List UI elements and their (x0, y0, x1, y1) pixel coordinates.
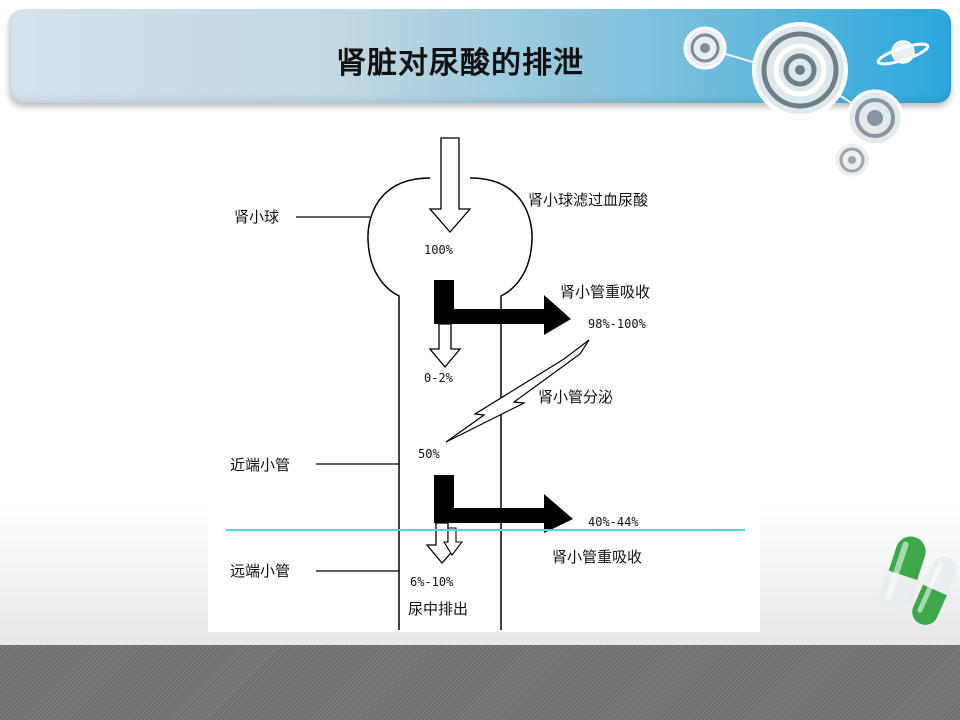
glomerulus-outline-right (469, 177, 533, 630)
target-rings-icon (683, 22, 904, 180)
filtered-percent: 100% (424, 243, 454, 257)
glomerulus-label: 肾小球 (234, 208, 279, 226)
remaining-percent-1: 0-2% (424, 371, 454, 385)
secretion-arrow (445, 339, 590, 443)
uric-acid-diagram: 肾小球 肾小球滤过血尿酸 100% 肾小管重吸收 98%-100% 0-2% 肾… (230, 137, 650, 630)
after-secretion-percent: 50% (418, 447, 440, 461)
capsule-pills-icon (876, 536, 957, 625)
reabsorbed-percent-2: 40%-44% (588, 515, 639, 529)
reabsorb-label-2: 肾小管重吸收 (552, 548, 642, 566)
diagram-panel: 肾小球 肾小球滤过血尿酸 100% 肾小管重吸收 98%-100% 0-2% 肾… (208, 130, 760, 632)
remaining-arrow-1 (428, 323, 462, 369)
excreted-percent: 6%-10% (410, 575, 454, 589)
page-title: 肾脏对尿酸的排泄 (336, 46, 584, 81)
secretion-label: 肾小管分泌 (538, 388, 613, 406)
glomerulus-filtration-label: 肾小球滤过血尿酸 (528, 191, 648, 209)
planet-icon (876, 40, 930, 66)
urine-excretion-label: 尿中排出 (408, 600, 468, 618)
reabsorbed-percent-1: 98%-100% (588, 317, 647, 331)
reabsorption-arrow-1 (434, 280, 571, 335)
bottom-band (0, 645, 960, 720)
proximal-tubule-label: 近端小管 (230, 456, 290, 474)
reabsorption-arrow-2 (434, 475, 573, 533)
distal-tubule-label: 远端小管 (230, 562, 290, 580)
filtration-arrow (428, 137, 472, 233)
glomerulus-outline-left (367, 177, 431, 630)
reabsorb-label-1: 肾小管重吸收 (560, 283, 650, 301)
